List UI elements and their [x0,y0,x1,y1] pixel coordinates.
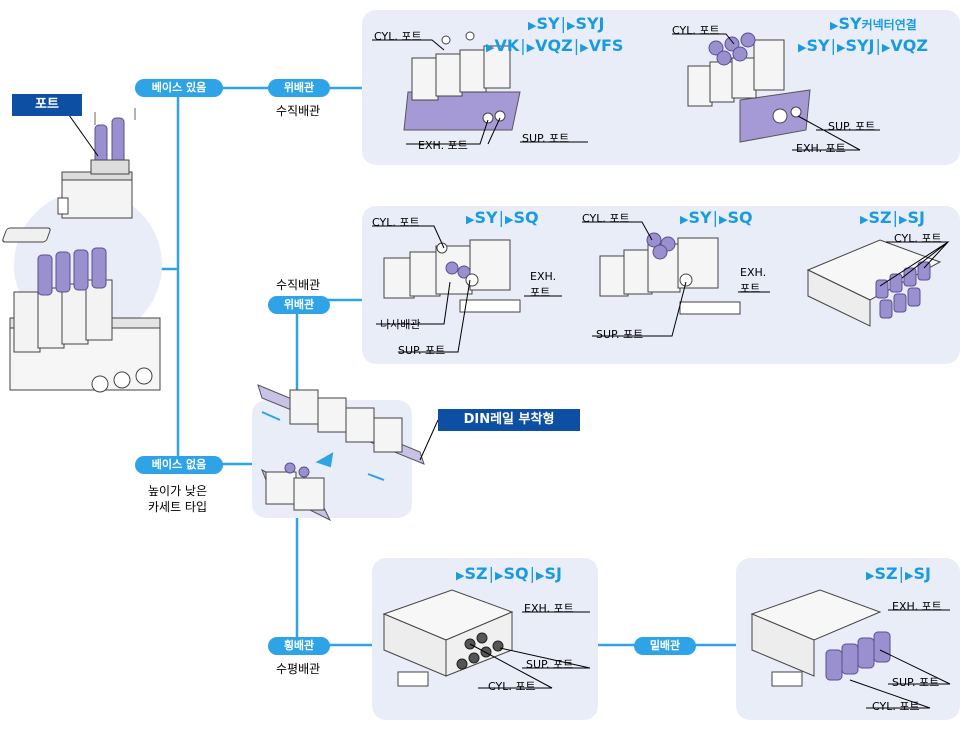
illustration-bottom [750,589,891,687]
with-base-node: 베이스 있음 [135,79,223,97]
series-p4: ▶SY|▶SQ [680,208,753,227]
illustration-p2-b [599,232,741,315]
cyl-port-label-p3: CYL. 포트 [488,680,536,693]
series-p6: ▶SZ|▶SQ|▶SJ [456,564,562,583]
cyl-port-label-p2a: CYL. 포트 [372,216,420,229]
side-piping-node: 횡배관 [268,637,330,655]
port-tag: 포트 [12,94,82,116]
series-p1-row2: ▶VK|▶VQZ|▶VFS [486,36,624,55]
series-p2-row2: ▶SY|▶SYJ|▶VQZ [798,36,928,55]
sup-port-label-p1b: SUP. 포트 [828,120,876,133]
sup-port-label-p2a: SUP. 포트 [398,344,446,357]
illustration-p2-a [383,239,521,313]
exh-port-label-p1a: EXH. 포트 [418,139,468,152]
top-piping-node-2: 위배관 [268,296,330,314]
series-p2-row1: ▶SY커넥터연결 [830,14,917,33]
exh-label-p2a: EXH. [530,270,557,283]
flow-lines [160,86,736,647]
top-piping-node-1: 위배관 [268,79,330,97]
cyl-port-label-p2b: CYL. 포트 [582,212,630,225]
illustration-p1-right [687,32,811,143]
cyl-port-label-p1a: CYL. 포트 [374,30,422,43]
horizontal-piping-label: 수평배관 [276,662,321,676]
leader-lines [63,33,951,709]
series-p1-row1: ▶SY|▶SYJ [528,14,605,33]
screw-piping-label: 나사배관 [380,318,421,331]
illustration-p1-left [403,31,521,131]
cyl-port-label-p1b: CYL. 포트 [672,24,720,37]
bottom-piping-node: 밑배관 [634,637,696,655]
left-valve-illustration [2,108,162,393]
vertical-piping-label-1: 수직배관 [276,104,321,118]
illustration-side [382,589,514,687]
no-base-node: 베이스 없음 [135,456,223,474]
sup-port-label-p3: SUP. 포트 [526,658,574,671]
sup-port-label-p4: SUP. 포트 [892,676,940,689]
illustration-p2-c [806,239,942,327]
vertical-piping-label-2: 수직배관 [276,278,321,292]
port-label-p2b: 포트 [740,282,761,295]
sup-port-label-p2b: SUP. 포트 [596,328,644,341]
illustration-din [257,384,425,522]
sup-port-label-p1a: SUP. 포트 [522,132,570,145]
exh-label-p2b: EXH. [740,266,767,279]
low-profile-line1: 높이가 낮은 [148,484,208,498]
din-rail-tag: DIN레일 부착형 [438,409,580,431]
series-p3: ▶SY|▶SQ [466,208,539,227]
exh-port-label-p3: EXH. 포트 [524,602,574,615]
low-profile-line2: 카세트 타입 [148,500,208,514]
exh-port-label-p1b: EXH. 포트 [796,142,846,155]
port-label-p2a: 포트 [530,286,551,299]
cyl-port-label-p2c: CYL. 포트 [894,232,942,245]
cyl-port-label-p4: CYL. 포트 [872,700,920,713]
series-p7: ▶SZ|▶SJ [866,564,931,583]
series-p5: ▶SZ|▶SJ [860,208,925,227]
exh-port-label-p4: EXH. 포트 [892,600,942,613]
